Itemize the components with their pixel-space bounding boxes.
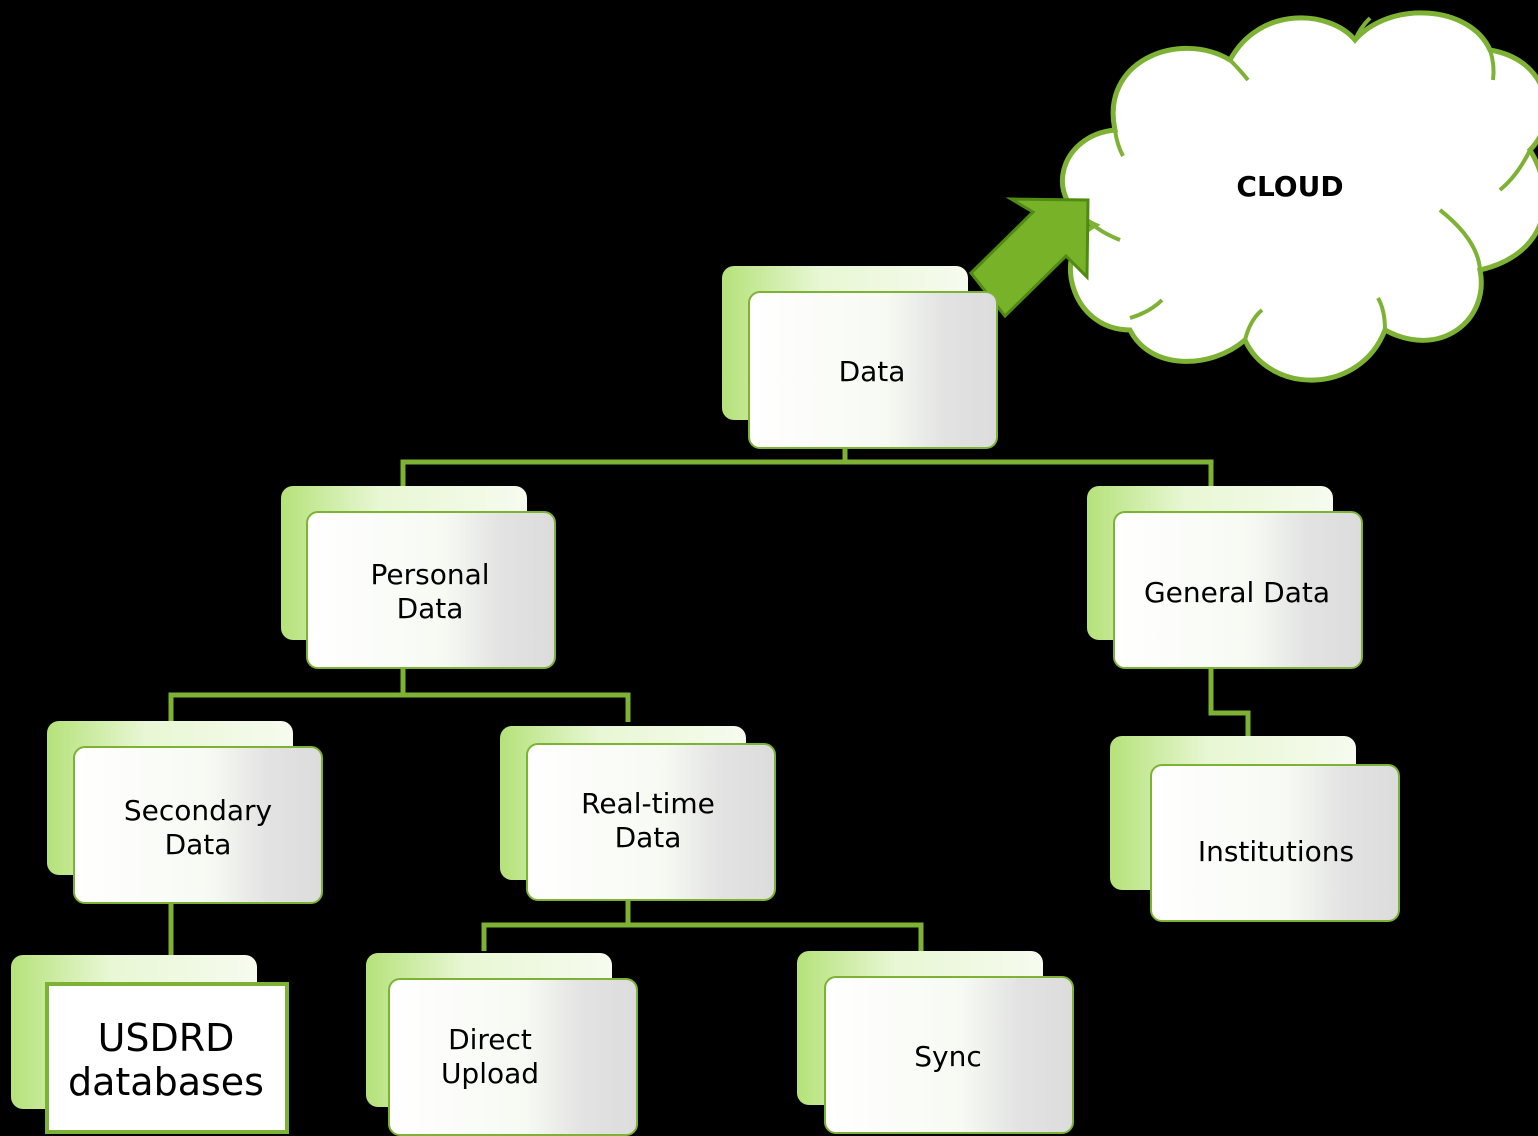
node-secondary-data-front (73, 746, 323, 904)
node-personal-data-front (306, 511, 556, 669)
node-general-data-label: General Data (1143, 576, 1331, 609)
node-sync-front (824, 976, 1074, 1134)
node-general-data-front (1113, 511, 1363, 669)
node-usdrd-databases-front (45, 982, 289, 1134)
node-secondary-data-label: Secondary Data (123, 794, 273, 861)
node-personal-data-label: Personal Data (370, 558, 490, 625)
node-institutions-front (1150, 764, 1400, 922)
node-institutions-label: Institutions (1197, 835, 1355, 868)
cloud-label: CLOUD (1236, 170, 1344, 203)
node-realtime-data-front (526, 743, 776, 901)
connector-lines (168, 440, 1251, 958)
node-data-front (748, 291, 998, 449)
node-data-label: Data (838, 355, 906, 388)
node-usdrd-databases-label: USDRD databases (68, 1016, 264, 1104)
node-sync-label: Sync (914, 1040, 982, 1073)
node-direct-upload-label: Direct Upload (440, 1023, 540, 1090)
cloud-shape (1059, 10, 1538, 383)
node-direct-upload-front (388, 978, 638, 1136)
upload-arrow (968, 197, 1090, 319)
node-realtime-data-label: Real-time Data (581, 787, 715, 854)
